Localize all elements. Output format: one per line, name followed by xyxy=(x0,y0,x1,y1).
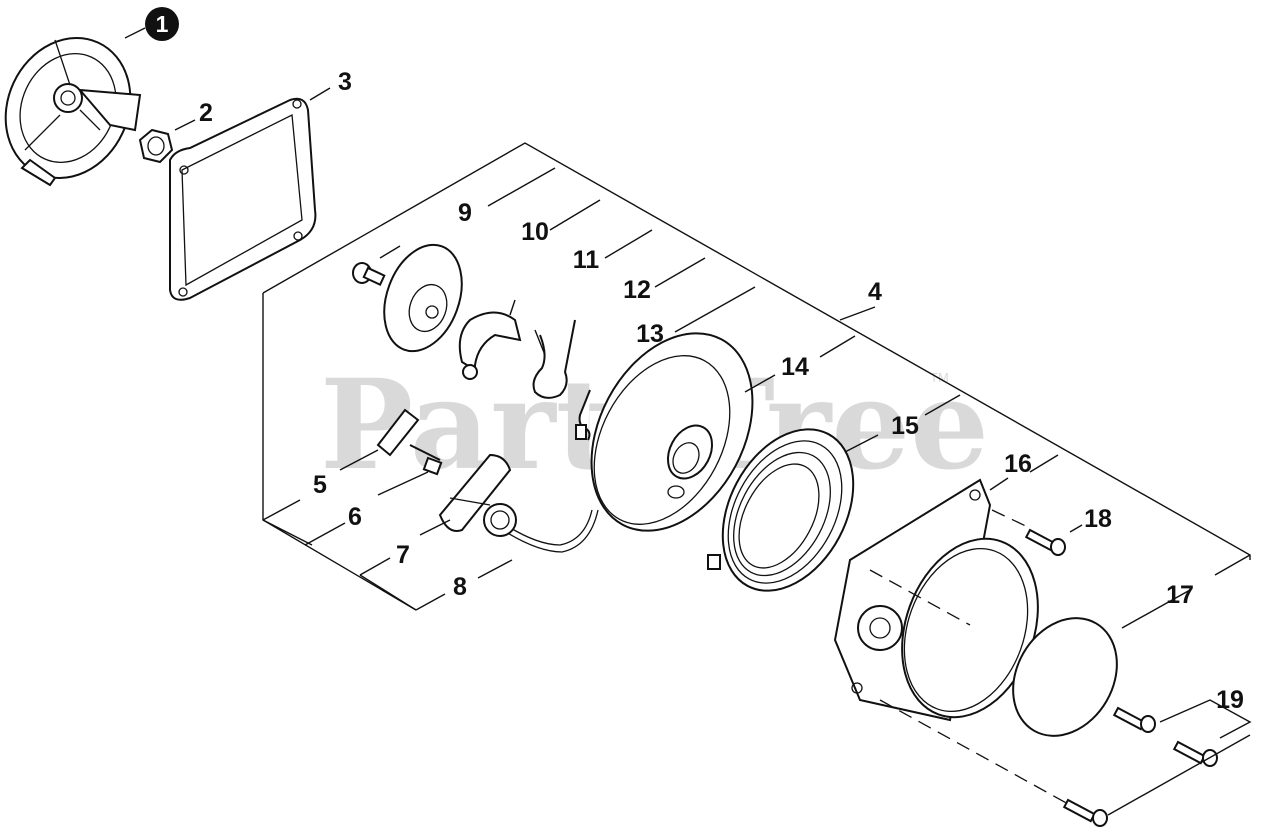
callout-1-badge: 1 xyxy=(145,7,179,41)
pin-drawing xyxy=(377,444,443,496)
callout-4-label: 4 xyxy=(868,278,882,306)
callout-15-label: 15 xyxy=(891,412,919,440)
callout-11-label: 11 xyxy=(573,246,600,274)
callout-3-label: 3 xyxy=(338,68,352,96)
callout-9-label: 9 xyxy=(458,199,472,227)
callout-13-label: 13 xyxy=(636,320,664,348)
ratchet-drawing xyxy=(458,299,522,380)
callout-18-label: 18 xyxy=(1084,505,1112,533)
callout-14-label: 14 xyxy=(781,353,809,381)
callout-19-label: 19 xyxy=(1216,686,1244,714)
gasket-drawing xyxy=(169,87,331,301)
callout-7-label: 7 xyxy=(396,541,410,569)
rope-guide-drawing xyxy=(339,408,420,471)
callout-5-label: 5 xyxy=(313,471,327,499)
callout-6-label: 6 xyxy=(348,503,362,531)
assembly-bracket xyxy=(262,142,1251,629)
starter-case-drawing xyxy=(833,477,1071,806)
callout-12-label: 12 xyxy=(623,276,651,304)
handle-drawing xyxy=(419,453,512,536)
callout-8-label: 8 xyxy=(453,573,467,601)
cover-plate-drawing xyxy=(1012,617,1118,737)
starter-rope-drawing xyxy=(477,503,599,579)
screw-drawing xyxy=(352,245,401,286)
callout-1-label: 1 xyxy=(156,11,169,37)
nut-drawing xyxy=(138,119,196,164)
callout-10-label: 10 xyxy=(521,218,549,246)
starter-pulley-cover-drawing xyxy=(4,27,146,187)
callout-17-label: 17 xyxy=(1166,581,1194,609)
recoil-spring-drawing xyxy=(707,428,879,592)
spring-clip-drawing xyxy=(532,319,576,399)
mounting-bolts-drawing xyxy=(1062,699,1252,827)
rope-reel-drawing xyxy=(590,332,776,532)
callout-2-label: 2 xyxy=(199,99,213,127)
callout-16-label: 16 xyxy=(1004,450,1032,478)
ratchet-spring-drawing xyxy=(575,389,591,441)
plate-drawing xyxy=(383,243,463,353)
case-bolt-drawing xyxy=(991,509,1083,556)
